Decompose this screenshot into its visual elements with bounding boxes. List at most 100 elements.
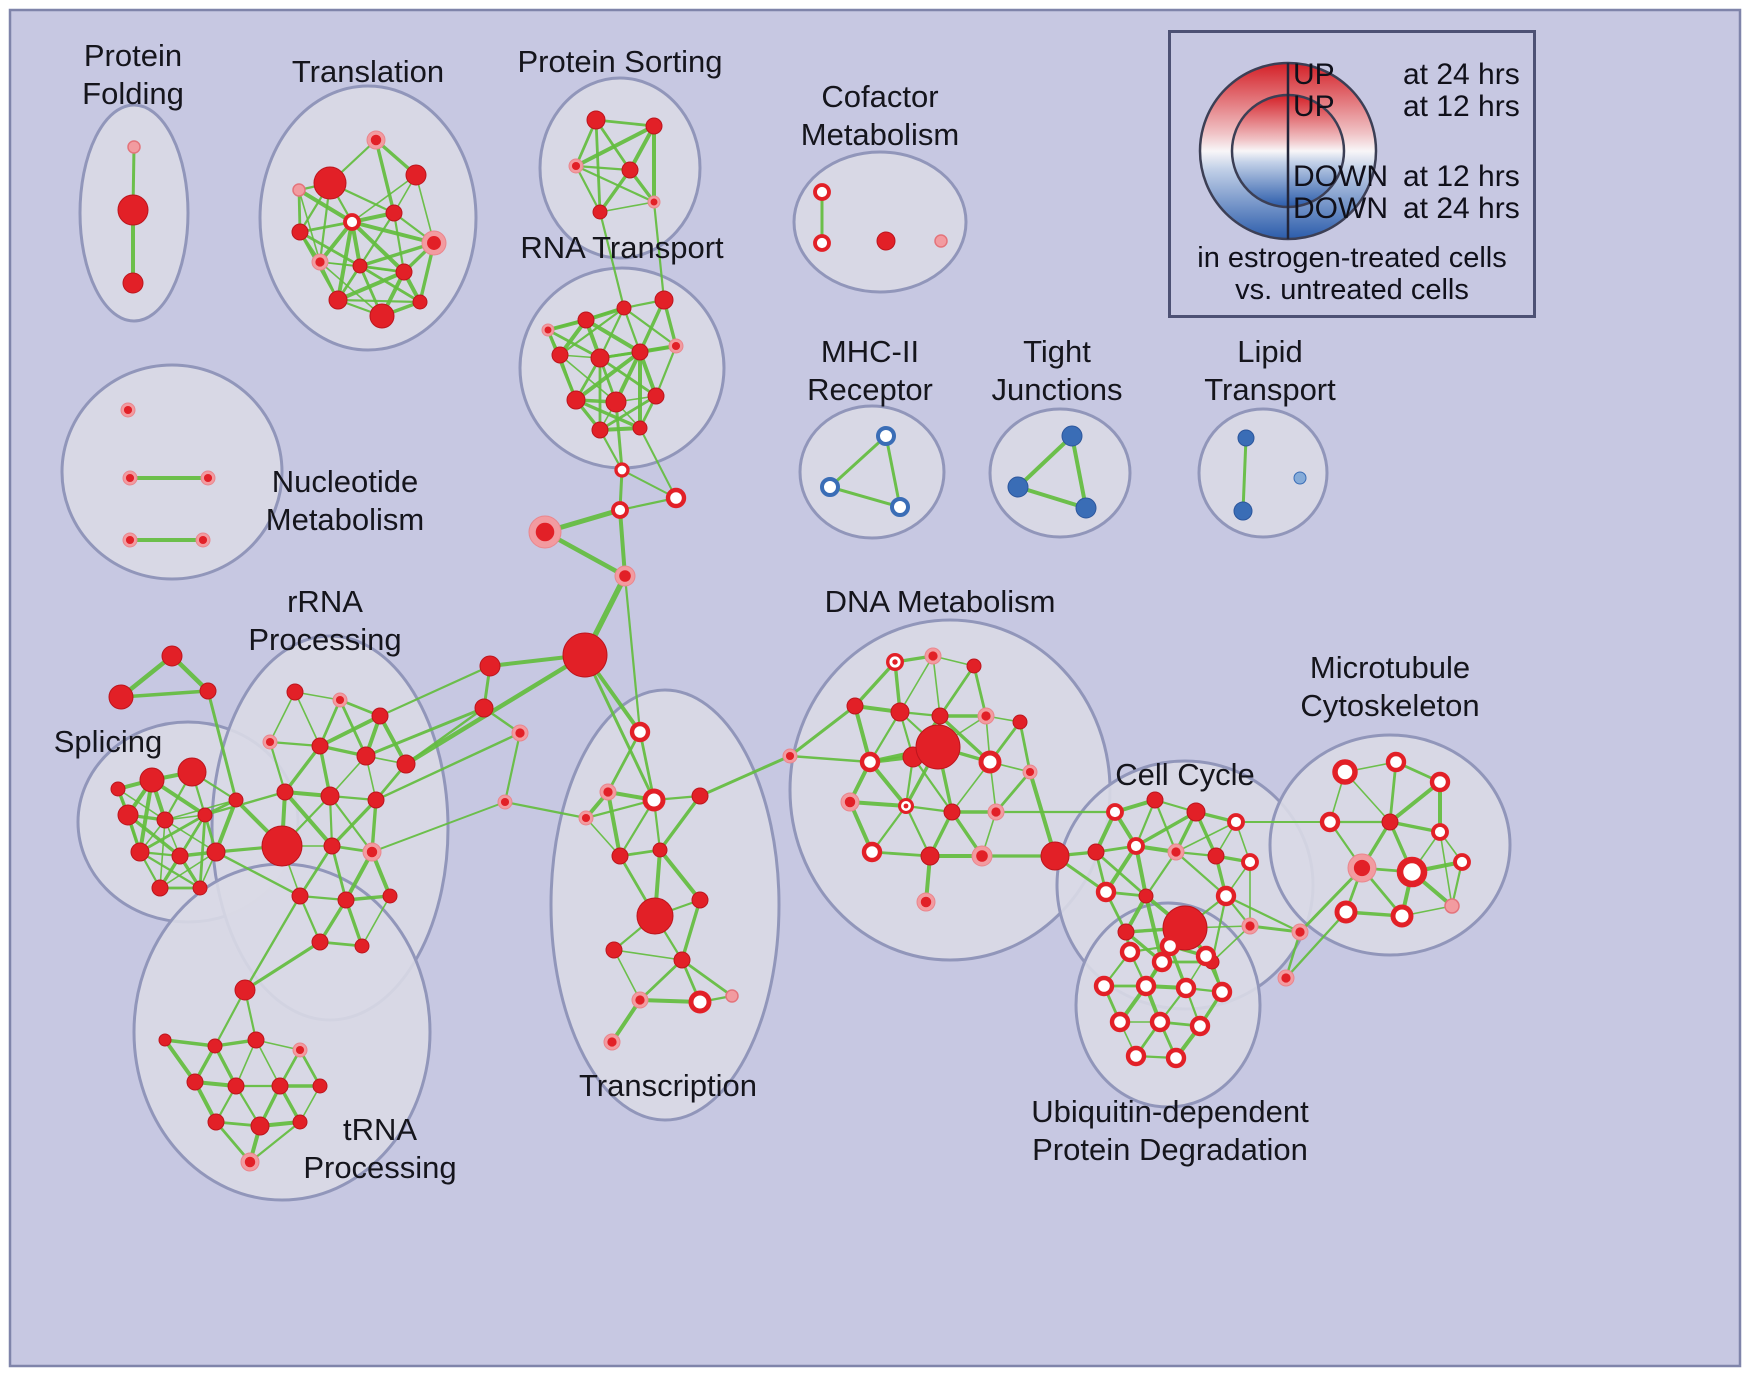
network-edge (899, 655, 934, 713)
gene-node (292, 183, 306, 197)
gene-node (192, 880, 208, 896)
legend-row-up-12: UP at 12 hrs (1171, 90, 1533, 124)
gene-node (227, 1077, 245, 1095)
gene-node (1332, 759, 1358, 785)
network-nodes (108, 110, 1471, 1172)
gene-node (335, 695, 345, 705)
gene-node (1233, 501, 1253, 521)
network-edge (1028, 770, 1057, 858)
network-edge (654, 344, 678, 398)
gene-node (915, 724, 961, 770)
gene-node (943, 803, 961, 821)
network-edge (243, 894, 302, 992)
gene-node (1007, 476, 1029, 498)
gene-node (652, 842, 668, 858)
network-edge (198, 813, 207, 890)
gene-node (1119, 941, 1141, 963)
cluster-label-rrna-processing: rRNA (287, 584, 363, 619)
gene-node (171, 847, 189, 865)
network-edge (1070, 434, 1088, 510)
gene-node (123, 405, 133, 415)
network-edge (268, 740, 287, 794)
legend-row-down-12: DOWN at 12 hrs (1171, 160, 1533, 194)
gene-node (396, 754, 416, 774)
cluster-label-translation: Translation (292, 54, 444, 89)
gene-node (1175, 977, 1197, 999)
gene-node (931, 707, 949, 725)
gene-node (405, 164, 427, 186)
network-edge (213, 988, 247, 1048)
gene-node (1095, 881, 1117, 903)
gene-node (366, 846, 378, 858)
gene-node (130, 842, 150, 862)
gene-node (1396, 856, 1428, 888)
network-edge (298, 189, 321, 263)
gene-node (976, 850, 988, 862)
gene-node (1061, 425, 1083, 447)
network-edge (614, 400, 624, 472)
legend-footer-line1: in estrogen-treated cells (1197, 242, 1507, 274)
gene-node (591, 421, 609, 439)
gene-node (234, 979, 256, 1001)
network-edge (828, 485, 902, 509)
network-edge (361, 895, 391, 947)
network-edge (283, 744, 322, 794)
gene-node (566, 390, 586, 410)
gene-node (370, 134, 382, 146)
gene-node (250, 1116, 270, 1136)
gene-node (1293, 471, 1307, 485)
gene-node (611, 501, 629, 519)
gene-node (395, 263, 413, 281)
network-edge (163, 1038, 217, 1048)
gene-node (535, 522, 555, 542)
gene-node (1241, 853, 1259, 871)
gene-node (261, 825, 303, 867)
network-edge (248, 1120, 302, 1164)
gene-node (276, 783, 294, 801)
cluster-label-nucleotide-metabolism: Metabolism (266, 502, 425, 537)
network-edge (119, 689, 210, 699)
legend-gradient-rings (1198, 61, 1378, 241)
gene-node (328, 290, 348, 310)
legend-row-up-24: UP at 24 hrs (1171, 58, 1533, 92)
network-edge (598, 210, 626, 310)
legend-time-label: at 24 hrs (1403, 192, 1520, 225)
gene-node (605, 941, 623, 959)
gene-node (315, 257, 325, 267)
cluster-label-microtubule-cytoskeleton: Microtubule (1310, 650, 1470, 685)
network-edge (350, 220, 406, 274)
gene-node (203, 473, 213, 483)
gene-node (1106, 803, 1124, 821)
network-edge (1175, 821, 1237, 853)
legend-row-down-24: DOWN at 24 hrs (1171, 192, 1533, 226)
gene-node (122, 272, 144, 294)
network-edge (1174, 850, 1228, 898)
network-edge (1094, 850, 1148, 898)
cluster-label-tight-junctions: Junctions (992, 372, 1123, 407)
cluster-label-rna-transport: RNA Transport (520, 230, 724, 265)
gene-node (1117, 923, 1135, 941)
gene-node (427, 236, 441, 250)
gene-node (354, 938, 370, 954)
gene-node (586, 110, 606, 130)
gene-node (861, 841, 883, 863)
network-edge (680, 958, 734, 998)
gene-node (876, 426, 896, 446)
gene-node (1245, 921, 1255, 931)
gene-node (691, 787, 709, 805)
network-edge (1018, 720, 1032, 774)
gene-node (1390, 904, 1414, 928)
gene-node (1135, 975, 1157, 997)
gene-node (117, 804, 139, 826)
cluster-label-cofactor-metabolism: Cofactor (821, 79, 938, 114)
network-edge (1016, 485, 1088, 510)
gene-node (286, 683, 304, 701)
network-edge (1388, 780, 1442, 824)
network-edge (336, 220, 354, 302)
network-edge (404, 706, 486, 766)
network-edge (1298, 866, 1364, 934)
network-edge (623, 574, 642, 734)
gene-node (691, 891, 709, 909)
gene-node (654, 290, 674, 310)
